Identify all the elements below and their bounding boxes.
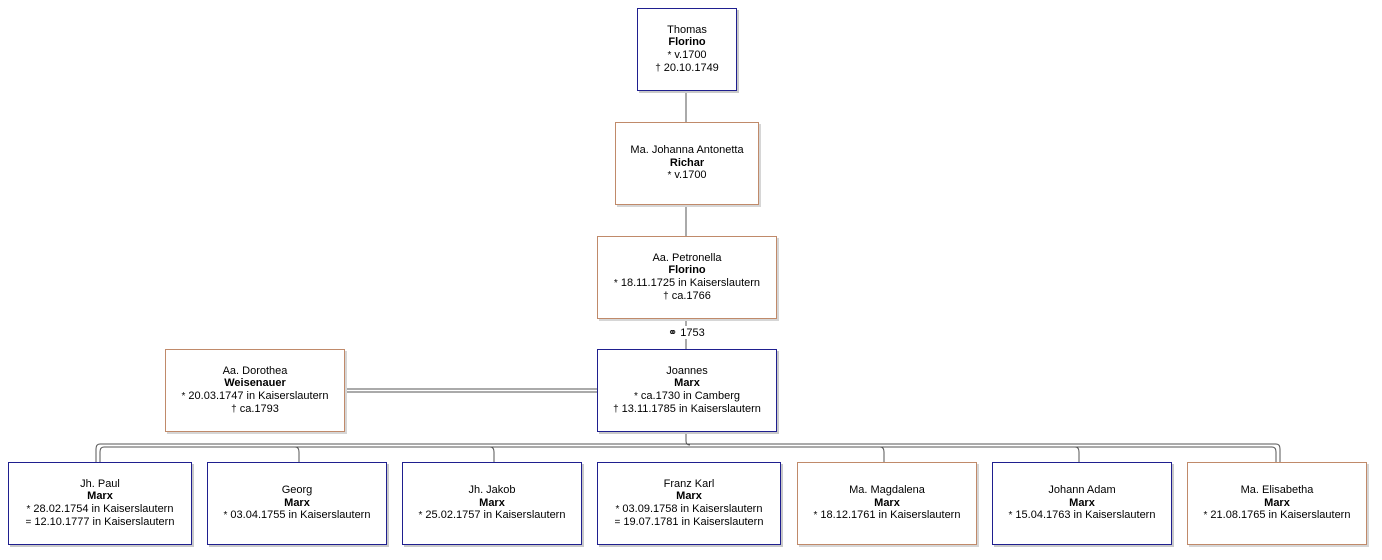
death-icon: † xyxy=(663,291,669,302)
death-icon: † xyxy=(231,404,237,415)
marriage-label: ⚭ 1753 xyxy=(668,326,705,339)
birth-icon: * xyxy=(181,390,186,402)
surname: Marx xyxy=(874,496,900,509)
event-line: †13.11.1785 in Kaiserslautern xyxy=(613,403,761,417)
event-text: ca.1793 xyxy=(239,403,279,415)
given-name: Ma. Elisabetha xyxy=(1240,484,1314,497)
given-name: Aa. Petronella xyxy=(652,251,722,264)
event-text: 12.10.1777 in Kaiserslautern xyxy=(34,516,175,528)
given-name: Georg xyxy=(281,484,313,497)
event-line: *03.04.1755 in Kaiserslautern xyxy=(224,509,371,523)
event-text: 21.08.1765 in Kaiserslautern xyxy=(1210,509,1351,522)
birth-icon: * xyxy=(223,510,228,522)
event-line: *18.11.1725 in Kaiserslautern xyxy=(614,277,760,291)
event-line: *15.04.1763 in Kaiserslautern xyxy=(1009,509,1156,523)
event-line: =12.10.1777 in Kaiserslautern xyxy=(26,516,175,530)
surname: Weisenauer xyxy=(224,377,286,389)
marriage-rings-icon: ⚭ xyxy=(668,327,678,339)
event-text: 13.11.1785 in Kaiserslautern xyxy=(621,403,761,415)
event-text: 19.07.1781 in Kaiserslautern xyxy=(623,516,764,528)
burial-icon: = xyxy=(25,517,32,528)
birth-icon: * xyxy=(1203,510,1208,522)
marriage-year: 1753 xyxy=(680,327,705,339)
event-text: 28.02.1754 in Kaiserslautern xyxy=(33,502,174,515)
event-text: 18.12.1761 in Kaiserslautern xyxy=(820,509,961,522)
given-name: Thomas xyxy=(667,23,707,36)
event-line: *28.02.1754 in Kaiserslautern xyxy=(27,503,174,517)
surname: Marx xyxy=(674,377,700,389)
event-line: *25.02.1757 in Kaiserslautern xyxy=(419,509,566,523)
surname: Marx xyxy=(479,496,505,509)
given-name: Jh. Jakob xyxy=(468,484,516,497)
event-text: 18.11.1725 in Kaiserslautern xyxy=(620,276,761,289)
birth-icon: * xyxy=(667,49,672,61)
given-name: Johann Adam xyxy=(1048,484,1116,497)
surname: Marx xyxy=(676,490,702,502)
event-text: 20.10.1749 xyxy=(663,62,719,74)
event-line: *v.1700 xyxy=(667,49,706,63)
event-text: ca.1730 in Camberg xyxy=(640,389,740,402)
event-text: v.1700 xyxy=(674,48,707,61)
event-line: †ca.1766 xyxy=(663,290,711,304)
surname: Florino xyxy=(668,36,706,48)
event-line: *21.08.1765 in Kaiserslautern xyxy=(1204,509,1351,523)
given-name: Ma. Johanna Antonetta xyxy=(630,144,744,157)
event-line: †ca.1793 xyxy=(231,403,279,417)
event-line: =19.07.1781 in Kaiserslautern xyxy=(615,516,764,530)
event-text: v.1700 xyxy=(674,169,707,182)
birth-icon: * xyxy=(615,503,620,515)
event-text: 25.02.1757 in Kaiserslautern xyxy=(425,509,566,522)
surname: Marx xyxy=(1069,496,1095,509)
event-text: 03.09.1758 in Kaiserslautern xyxy=(622,502,763,515)
event-text: 20.03.1747 in Kaiserslautern xyxy=(188,389,329,402)
surname: Marx xyxy=(284,496,310,509)
birth-icon: * xyxy=(634,390,638,402)
event-text: 15.04.1763 in Kaiserslautern xyxy=(1015,509,1156,522)
death-icon: † xyxy=(613,404,619,415)
event-text: 03.04.1755 in Kaiserslautern xyxy=(230,509,371,522)
given-name: Jh. Paul xyxy=(80,477,120,490)
surname: Florino xyxy=(668,264,706,276)
birth-icon: * xyxy=(613,277,618,289)
birth-icon: * xyxy=(813,510,818,522)
event-line: *ca.1730 in Camberg xyxy=(634,390,740,404)
birth-icon: * xyxy=(418,510,423,522)
event-line: †20.10.1749 xyxy=(655,62,719,76)
given-name: Aa. Dorothea xyxy=(222,364,288,377)
given-name: Franz Karl xyxy=(663,477,715,490)
burial-icon: = xyxy=(614,517,621,528)
event-line: *18.12.1761 in Kaiserslautern xyxy=(814,509,961,523)
birth-icon: * xyxy=(1008,510,1013,522)
surname: Richar xyxy=(669,156,705,169)
birth-icon: * xyxy=(26,503,31,515)
given-name: Ma. Magdalena xyxy=(849,484,925,497)
event-line: *03.09.1758 in Kaiserslautern xyxy=(616,503,763,517)
event-text: ca.1766 xyxy=(671,290,711,302)
surname: Marx xyxy=(1264,496,1290,509)
surname: Marx xyxy=(87,490,113,502)
given-name: Joannes xyxy=(666,364,708,377)
birth-icon: * xyxy=(667,170,672,182)
event-line: *v.1700 xyxy=(667,169,706,183)
event-line: *20.03.1747 in Kaiserslautern xyxy=(182,390,329,404)
death-icon: † xyxy=(655,63,661,74)
